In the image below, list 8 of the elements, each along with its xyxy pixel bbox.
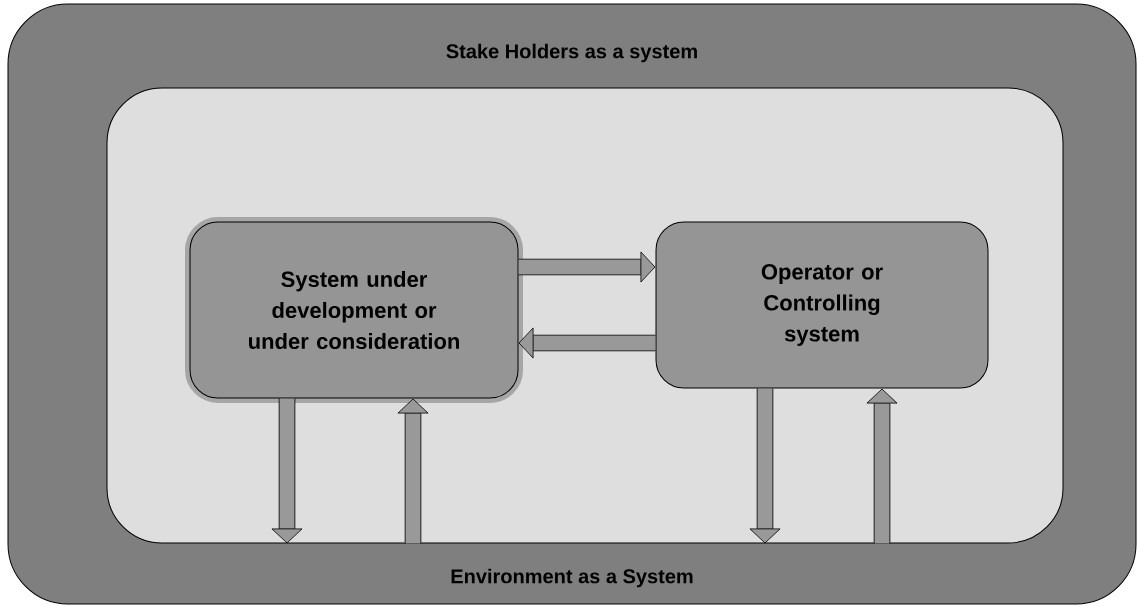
process-box: Operator or Controlling system [655,221,989,389]
block-arrow [866,388,898,544]
process-box: System under development or under consideration [185,217,523,403]
block-arrow [397,398,429,544]
block-arrow [271,398,303,544]
block-arrow [749,388,781,544]
block-arrow [518,327,656,359]
block-arrow [518,251,656,283]
